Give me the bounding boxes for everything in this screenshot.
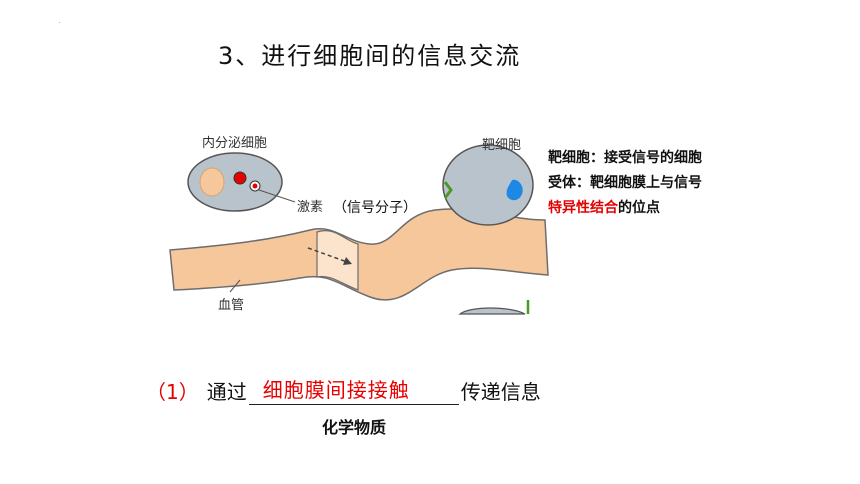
partial-cell	[458, 307, 526, 315]
question-text-after: 传递信息	[460, 380, 541, 404]
blood-vessel	[169, 208, 549, 301]
signal-molecule-label: （信号分子）	[333, 200, 417, 216]
vessel-pointer	[229, 279, 241, 293]
sub-answer: 化学物质	[322, 418, 387, 437]
definitions-block: 靶细胞：接受信号的细胞 受体：靶细胞膜上与信号 特异性结合的位点	[548, 146, 848, 221]
target-cell-nucleus	[506, 179, 523, 201]
blood-vessel-label: 血管	[218, 298, 245, 313]
question-1: （1） 通过 细胞膜间接接触 传递信息	[146, 376, 541, 405]
hormone-pointer	[258, 189, 296, 203]
definition-target-cell: 靶细胞：接受信号的细胞	[548, 150, 702, 166]
flow-arrow	[307, 247, 351, 264]
hormone-label: 激素	[297, 200, 324, 215]
question-number: （1）	[146, 380, 199, 404]
endocrine-nucleus	[199, 167, 225, 197]
target-cell-label: 靶细胞	[482, 138, 522, 153]
slide-title: 3、进行细胞间的信息交流	[218, 42, 522, 70]
definition-receptor: 受体：靶细胞膜上与信号	[548, 175, 702, 191]
diagram-svg	[169, 144, 549, 315]
binding-site-text: 的位点	[618, 200, 660, 216]
answer-blank: 细胞膜间接接触	[248, 378, 459, 405]
blank-answer-text: 细胞膜间接接触	[262, 378, 410, 402]
flow-arrowhead	[343, 257, 352, 265]
definition-receptor-cont: 特异性结合的位点	[548, 196, 848, 221]
specific-binding-highlight: 特异性结合	[548, 200, 618, 216]
endocrine-cell-label: 内分泌细胞	[202, 136, 268, 151]
receptor-icon	[443, 181, 453, 199]
question-text-before: 通过	[206, 380, 247, 404]
target-cell	[442, 144, 534, 226]
decorative-dot: .	[58, 16, 61, 25]
cell-signaling-diagram: 内分泌细胞 靶细胞 激素 血管	[160, 120, 560, 315]
hormone-molecule	[252, 183, 258, 189]
blood-vessel-segment	[316, 230, 359, 291]
hormone-molecule	[233, 171, 247, 185]
